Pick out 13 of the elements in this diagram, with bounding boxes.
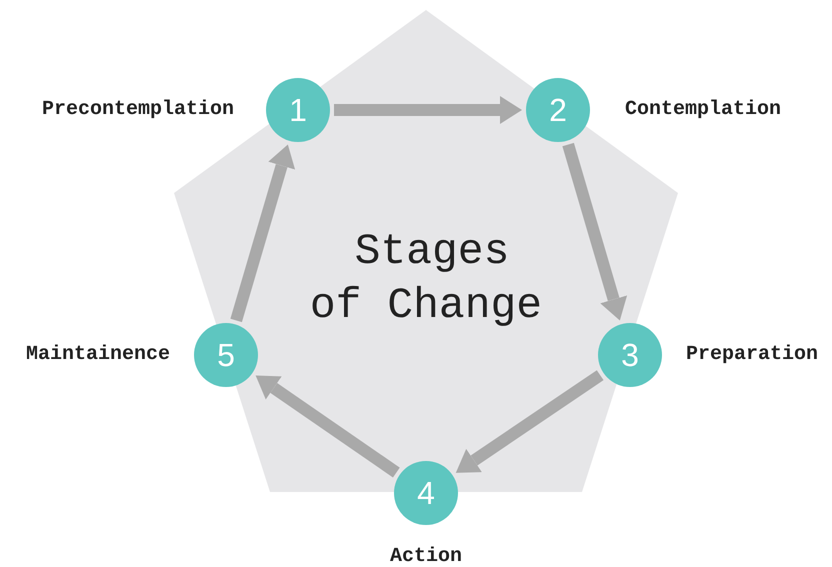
- stage-label: Precontemplation: [42, 98, 234, 122]
- number-circle: 4: [394, 461, 458, 525]
- number-circle: 5: [194, 323, 258, 387]
- arrow: [456, 370, 604, 473]
- stage-label: Preparation: [686, 343, 818, 367]
- stage-label: Contemplation: [625, 98, 782, 122]
- number-circle: 3: [598, 323, 662, 387]
- center-title: Stages of Change: [308, 226, 544, 332]
- arrow: [334, 96, 522, 124]
- arrow: [562, 142, 628, 320]
- stage-label: Action: [390, 545, 462, 567]
- arrow: [230, 144, 296, 322]
- stage-label: Maintainence: [26, 343, 170, 367]
